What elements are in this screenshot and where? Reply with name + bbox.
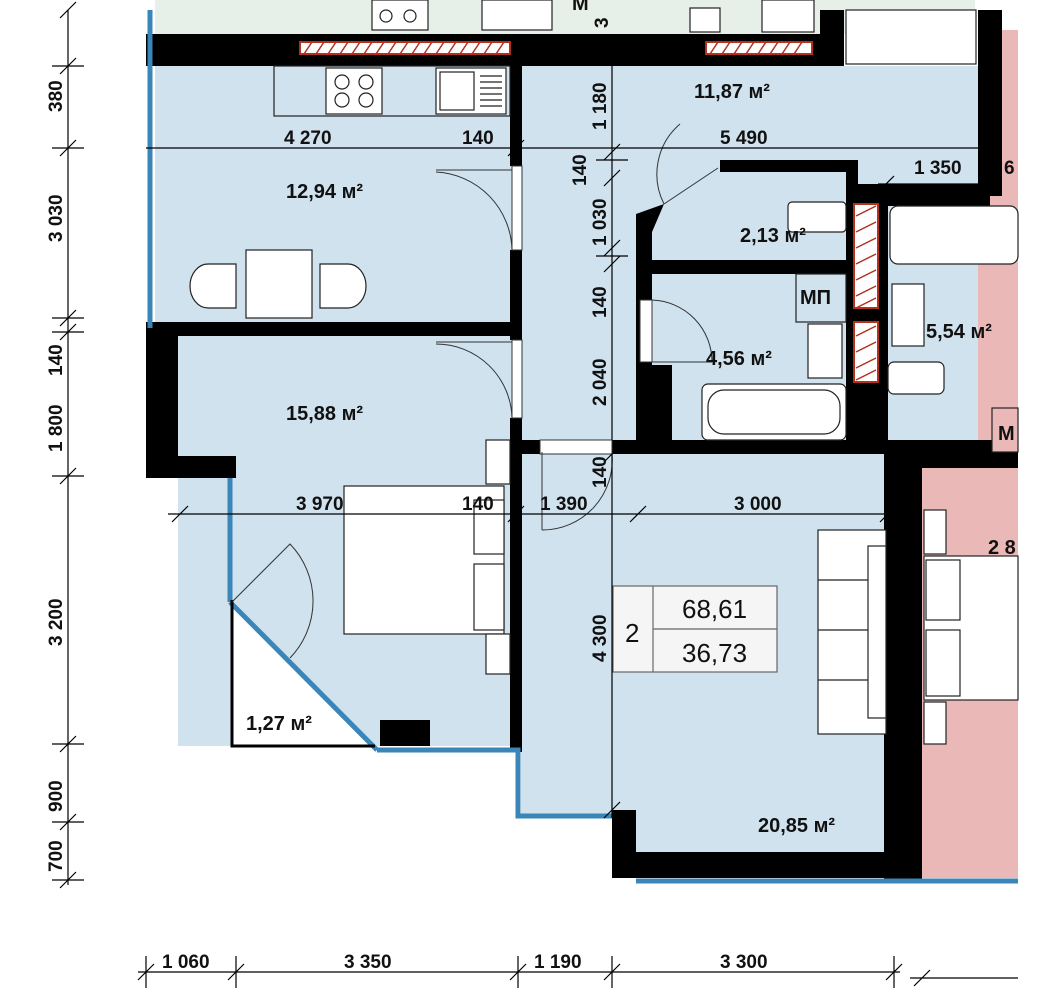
dim-left-1: 3 030 xyxy=(46,194,67,242)
area-kitchen: 12,94 м² xyxy=(286,181,363,203)
neighbor-sink xyxy=(891,283,925,347)
dims-left: 380 3 030 140 1 800 3 200 900 700 xyxy=(46,80,67,872)
area-bathroom-small: 2,13 м² xyxy=(740,225,806,247)
dim-bedroom-wall: 140 xyxy=(462,494,494,515)
dim-left-6: 700 xyxy=(46,840,67,872)
dim-living-depth: 4 300 xyxy=(590,614,611,662)
wc-small xyxy=(787,201,847,233)
label-top-cut-num: 3 xyxy=(592,17,613,28)
area-bedroom: 15,88 м² xyxy=(286,403,363,425)
doors xyxy=(231,123,719,659)
dim-bath-width: 1 350 xyxy=(914,158,962,179)
dim-hall-v6: 140 xyxy=(590,456,611,488)
area-neighbor-room: 2 8 xyxy=(988,537,1016,559)
area-bathroom: 4,56 м² xyxy=(706,348,772,370)
window-bedroom-diagonal xyxy=(228,600,379,752)
dimension-lines xyxy=(52,1,1018,988)
area-balcony: 1,27 м² xyxy=(246,713,312,735)
dim-bottom-3: 3 300 xyxy=(720,952,768,973)
windows xyxy=(147,10,1018,884)
chair-right xyxy=(319,263,367,309)
summary-total-area: 68,61 xyxy=(682,594,747,624)
window-bedroom-bottom xyxy=(377,747,612,819)
vent-hatch xyxy=(303,41,877,381)
label-service-shaft-neighbor: М xyxy=(998,423,1015,445)
dims-bottom: 1 060 3 350 1 190 3 300 xyxy=(162,952,768,973)
stove xyxy=(325,67,383,115)
dim-left-2: 140 xyxy=(46,344,67,376)
dining-table xyxy=(245,249,313,319)
area-living: 20,85 м² xyxy=(758,815,835,837)
dim-left-4: 3 200 xyxy=(46,598,67,646)
service-shaft xyxy=(795,273,847,323)
label-top-cut: М xyxy=(572,0,589,15)
dim-bottom-0: 1 060 xyxy=(162,952,210,973)
neighbor-wc xyxy=(887,361,945,395)
dims-inner: 4 270 140 5 490 1 350 6 3 970 140 1 390 … xyxy=(284,82,1015,662)
neighbor-shaft xyxy=(991,407,1019,453)
dim-hall-width: 5 490 xyxy=(720,128,768,149)
dim-left-3: 1 800 xyxy=(46,404,67,452)
dim-bottom-2: 1 190 xyxy=(534,952,582,973)
summary-rooms: 2 xyxy=(625,618,639,648)
summary: 2 68,61 36,73 xyxy=(625,594,747,668)
area-hall: 11,87 м² xyxy=(694,81,770,103)
vent-top-left xyxy=(299,41,511,55)
neighbor-bathtub xyxy=(889,205,1019,265)
chair-left xyxy=(189,263,237,309)
dim-hall-v2: 140 xyxy=(570,154,591,186)
vent-column-upper xyxy=(853,203,879,309)
dim-living-width: 3 000 xyxy=(734,494,782,515)
summary-living-area: 36,73 xyxy=(682,638,747,668)
dim-bedroom-width: 3 970 xyxy=(296,494,344,515)
dim-hall-v5: 2 040 xyxy=(590,358,611,406)
dim-hall-v1: 1 180 xyxy=(590,82,611,130)
corridor-floor xyxy=(521,452,613,818)
dim-bath-width-cut: 6 xyxy=(1004,158,1015,179)
dim-kitchen-width: 4 270 xyxy=(284,128,332,149)
bath-sink xyxy=(807,323,843,379)
fixtures xyxy=(189,0,1019,748)
dim-left-0: 380 xyxy=(46,80,67,112)
vent-ducts xyxy=(299,41,879,383)
dim-left-5: 900 xyxy=(46,780,67,812)
dim-bottom-1: 3 350 xyxy=(344,952,392,973)
dim-corridor-width: 1 390 xyxy=(540,494,588,515)
area-neighbor-bath: 5,54 м² xyxy=(926,321,992,343)
vent-column-lower xyxy=(853,321,879,383)
dim-hall-v3: 1 030 xyxy=(590,198,611,246)
dim-kitchen-wall: 140 xyxy=(462,128,494,149)
area-labels: 11,87 м² 12,94 м² 2,13 м² 4,56 м² 15,88 … xyxy=(246,0,1016,837)
vent-top-right xyxy=(705,41,813,55)
label-service-shaft: МП xyxy=(800,287,831,309)
dim-hall-v4: 140 xyxy=(590,286,611,318)
